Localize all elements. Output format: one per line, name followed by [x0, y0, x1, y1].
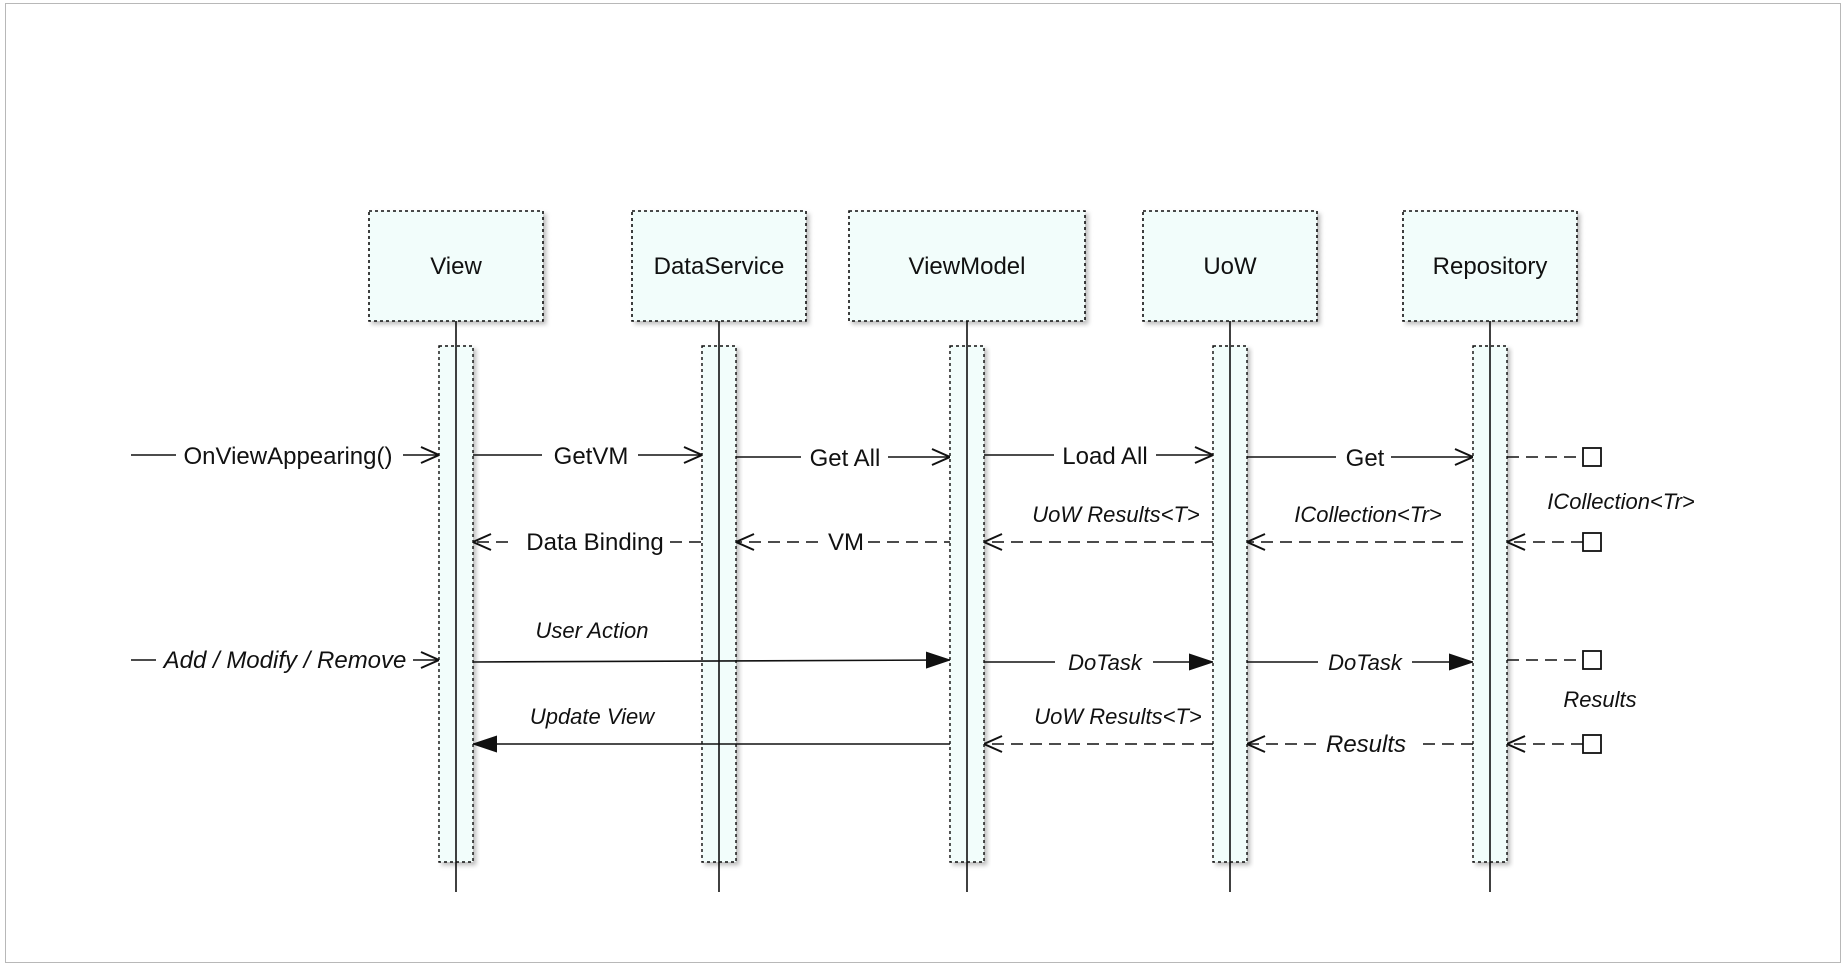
msg-icollection-tr: ICollection<Tr> — [1294, 502, 1442, 527]
sequence-diagram: View DataService ViewModel UoW Repositor… — [131, 210, 1695, 892]
endpoint-square-4 — [1582, 734, 1602, 754]
participant-label-dataservice: DataService — [654, 253, 785, 280]
msg-get-vm: GetVM — [554, 443, 629, 470]
msg-load-all: Load All — [1062, 443, 1147, 470]
msg-on-view-appearing: OnViewAppearing() — [183, 443, 392, 470]
participant-uow: UoW — [1142, 210, 1318, 322]
participant-viewmodel: ViewModel — [848, 210, 1086, 322]
participant-view: View — [368, 210, 544, 322]
row-1-arrows — [131, 455, 1583, 457]
msg-vm: VM — [828, 529, 864, 556]
msg-get-all: Get All — [810, 445, 881, 472]
activation-centerlines — [455, 346, 1491, 862]
participant-label-uow: UoW — [1203, 253, 1257, 280]
endpoint-square-3 — [1582, 650, 1602, 670]
participant-dataservice: DataService — [631, 210, 807, 322]
msg-user-action: User Action — [536, 618, 649, 643]
diagram-frame: View DataService ViewModel UoW Repositor… — [5, 3, 1841, 963]
msg-results: Results — [1326, 731, 1406, 758]
msg-uow-results-1: UoW Results<T> — [1032, 502, 1200, 527]
participant-label-view: View — [430, 253, 482, 280]
msg-add-modify-remove: Add / Modify / Remove — [162, 647, 407, 674]
msg-icollection-tr-right: ICollection<Tr> — [1547, 489, 1695, 514]
row-3-arrows — [131, 660, 1583, 662]
participant-repository: Repository — [1402, 210, 1578, 322]
activation-bars — [438, 345, 1508, 863]
msg-uow-results-2: UoW Results<T> — [1034, 704, 1202, 729]
endpoint-square-2 — [1582, 532, 1602, 552]
msg-update-view: Update View — [530, 704, 656, 729]
msg-results-right: Results — [1563, 687, 1636, 712]
msg-do-task-1: DoTask — [1068, 650, 1143, 675]
msg-get: Get — [1346, 445, 1385, 472]
msg-data-binding: Data Binding — [526, 529, 663, 556]
endpoint-square-1 — [1582, 447, 1602, 467]
participant-label-viewmodel: ViewModel — [909, 253, 1026, 280]
participant-label-repository: Repository — [1433, 253, 1548, 280]
msg-do-task-2: DoTask — [1328, 650, 1403, 675]
